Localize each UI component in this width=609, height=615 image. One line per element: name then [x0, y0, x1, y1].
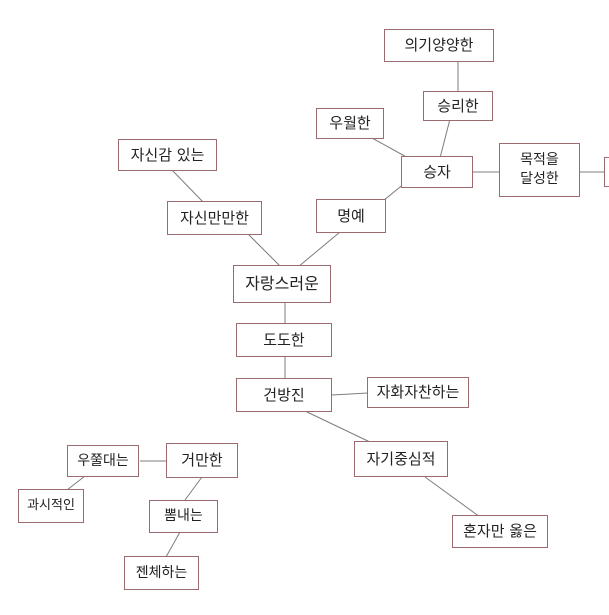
- node-label: 건방진: [263, 385, 305, 404]
- node-jarangseureoun: 자랑스러운: [233, 265, 331, 303]
- node-label: 자신만만한: [179, 208, 249, 227]
- node-label: 도도한: [263, 330, 305, 349]
- edge-jasinmanman-jarang: [247, 233, 281, 267]
- node-ujjuldaeneun: 우쭐대는: [67, 445, 139, 477]
- edge-seungri-seungja: [439, 118, 451, 159]
- node-label: 우쭐대는: [77, 452, 129, 469]
- node-jasinmanmanhan: 자신만만한: [167, 201, 262, 235]
- edge-geonbangjin-jahwa: [331, 392, 369, 396]
- node-seungja: 승자: [401, 156, 473, 188]
- node-geonbangjin: 건방진: [236, 378, 332, 412]
- node-ppomnaeneun: 뽐내는: [149, 500, 218, 533]
- edge-ujjul-gwasi: [66, 475, 86, 491]
- node-jahwajachanhaneun: 자화자찬하는: [367, 377, 469, 408]
- node-label: 자신감 있는: [130, 145, 205, 164]
- node-jagijungsimjeok: 자기중심적: [354, 441, 448, 477]
- node-label-lines: 목적을 달성한: [520, 151, 559, 189]
- edge-uwol-seungja: [371, 137, 411, 160]
- edge-jagijungsim-honjaman: [424, 476, 481, 518]
- node-label: 과시적인: [27, 498, 75, 514]
- node-jenchehaneun: 젠체하는: [124, 556, 199, 590]
- node-label: 자기중심적: [366, 449, 436, 468]
- node-label: 젠체하는: [135, 564, 188, 581]
- node-jasingam-inneun: 자신감 있는: [118, 139, 217, 171]
- node-dodohan: 도도한: [236, 323, 332, 357]
- node-gwasijeogin: 과시적인: [18, 489, 84, 523]
- node-label: 거만한: [181, 451, 223, 470]
- edge-ppomne-jeonche: [165, 531, 181, 558]
- edge-geoman-ppomne: [184, 476, 203, 501]
- node-mokjeok-dalseonghan: 목적을 달성한: [499, 143, 580, 197]
- node-geomanhan: 거만한: [166, 443, 238, 478]
- edge-geonbangjin-jagijungsim: [304, 410, 373, 444]
- node-myeongye: 명예: [316, 199, 386, 233]
- node-label: 우월한: [329, 114, 371, 133]
- node-label: 자화자찬하는: [376, 383, 460, 402]
- node-offpage-stub: [604, 157, 609, 187]
- node-uigiyangyanghan: 의기양양한: [384, 29, 494, 62]
- node-label: 혼자만 옳은: [463, 522, 537, 541]
- edge-jasingam-jasinmanman: [169, 167, 206, 205]
- node-honjaman-oleun: 혼자만 옳은: [452, 515, 548, 548]
- node-uwolhan: 우월한: [316, 108, 384, 139]
- node-label: 자랑스러운: [245, 274, 319, 294]
- node-seungrihan: 승리한: [423, 91, 493, 121]
- edge-myeongye-jarang: [297, 231, 341, 268]
- node-label: 승자: [423, 162, 451, 181]
- node-label-line-1: 목적을: [520, 152, 559, 169]
- node-label: 뽐내는: [164, 508, 203, 525]
- node-label-line-2: 달성한: [520, 171, 559, 187]
- node-label: 의기양양한: [404, 36, 474, 55]
- node-label: 승리한: [437, 96, 479, 115]
- node-label: 명예: [337, 206, 365, 225]
